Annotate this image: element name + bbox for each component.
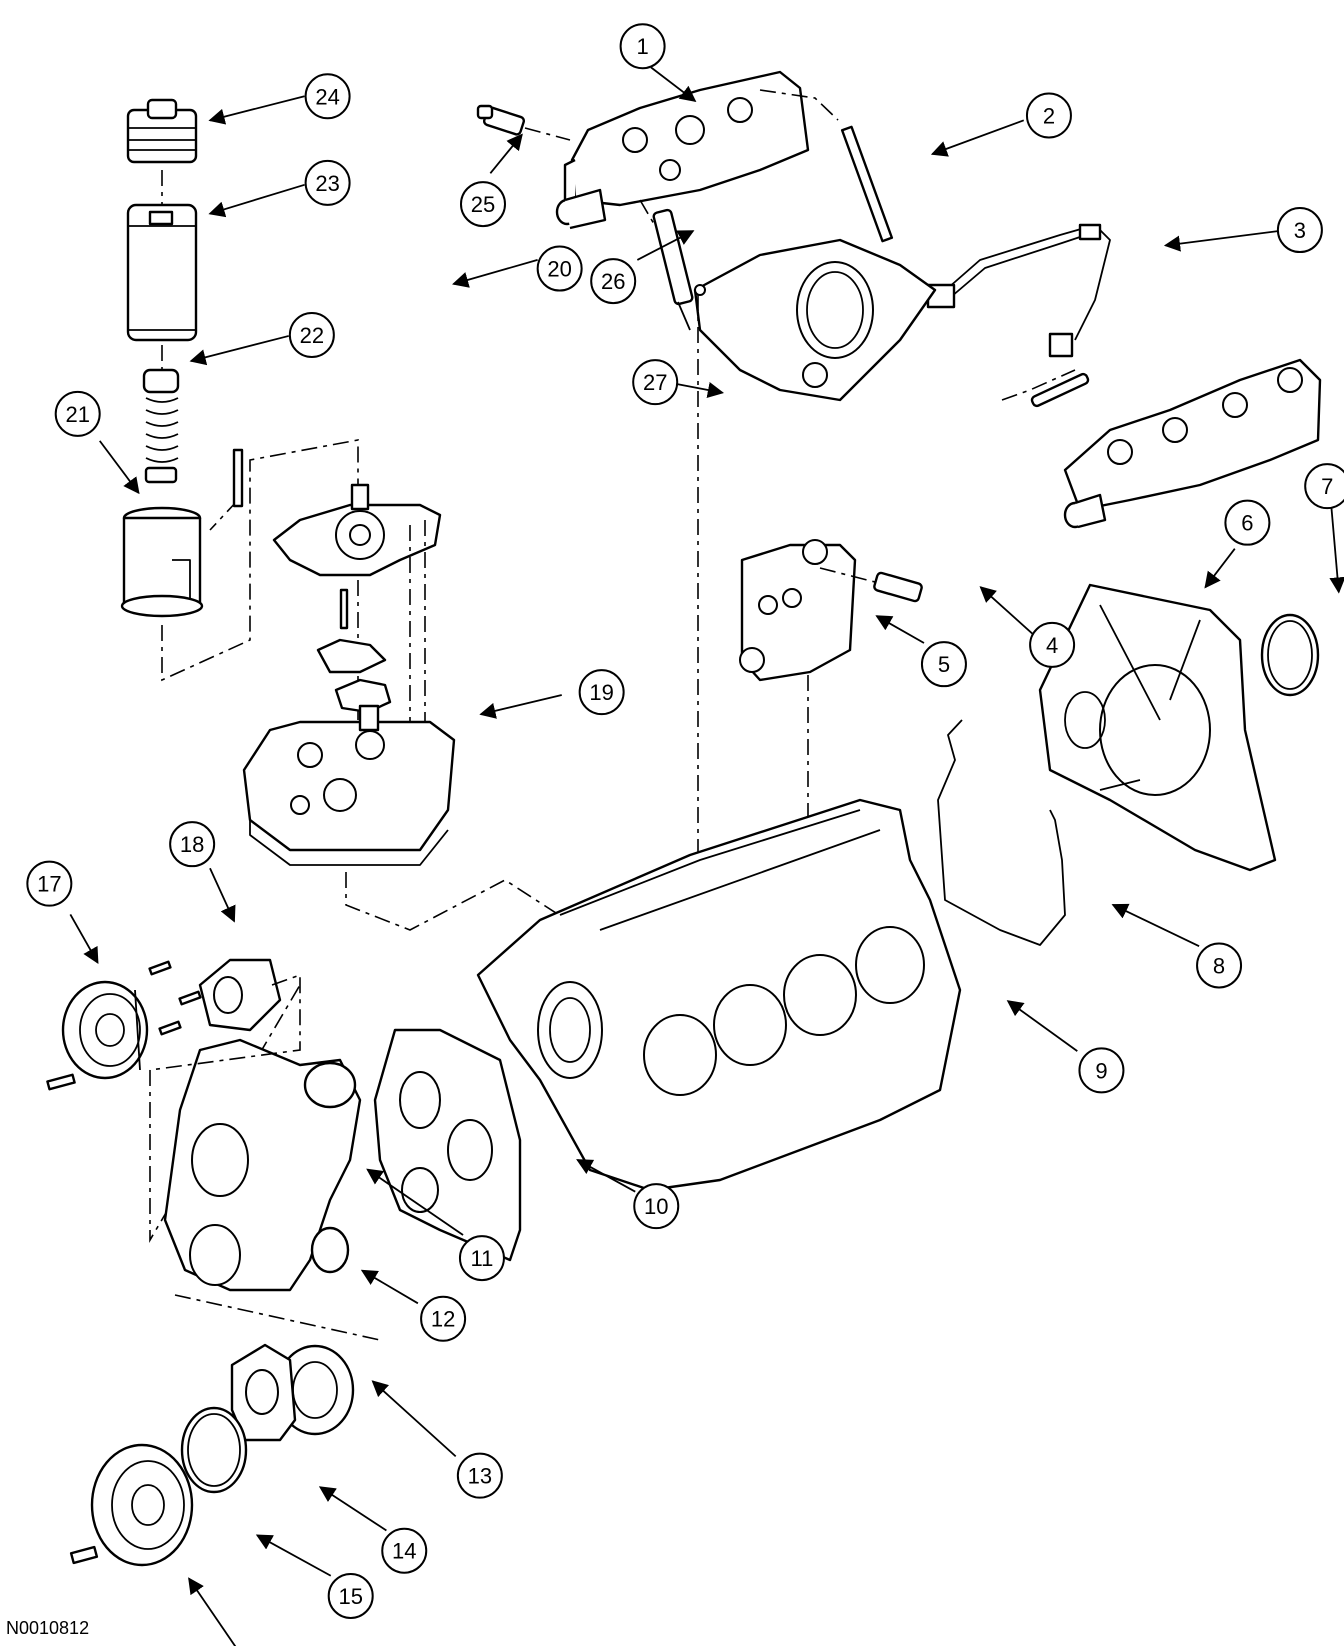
valley-gasket [693, 238, 937, 402]
callout-number: 18 [180, 832, 204, 857]
fuel-line [840, 125, 894, 243]
dipstick-tube [937, 719, 1066, 946]
callout-8: 8 [1196, 942, 1243, 989]
callout-number: 10 [644, 1194, 668, 1219]
callout-6: 6 [1224, 499, 1271, 546]
figure-id: N0010812 [6, 1618, 90, 1638]
callout-number: 1 [636, 34, 648, 59]
callout-10: 10 [633, 1183, 680, 1230]
callout-number: 12 [431, 1307, 455, 1332]
oil-filter-housing [120, 506, 204, 618]
callout-2: 2 [1025, 92, 1072, 139]
callout-number: 24 [315, 84, 339, 109]
callout-number: 9 [1095, 1058, 1107, 1083]
callout-19: 19 [578, 669, 625, 716]
callout-23: 23 [304, 159, 351, 206]
wiring-harness [926, 223, 1111, 358]
right-fuel-rail-head [1063, 358, 1322, 529]
fuel-line [1030, 372, 1090, 408]
callout-number: 14 [392, 1539, 416, 1564]
fuel-injector [652, 208, 694, 331]
callout-number: 11 [471, 1246, 494, 1271]
front-cover [163, 1038, 362, 1292]
callout-number: 3 [1294, 218, 1306, 243]
oil-filter-base [272, 483, 442, 577]
rear-cover [1038, 583, 1277, 872]
oil-filter-spring [142, 368, 180, 484]
front-seal-carrier [230, 1343, 297, 1442]
callout-12: 12 [420, 1295, 467, 1342]
callout-17: 17 [26, 860, 73, 907]
bolt [158, 1020, 182, 1036]
callout-number: 20 [547, 257, 571, 282]
callout-5: 5 [920, 641, 967, 688]
callout-number: 5 [938, 652, 950, 677]
callout-number: 2 [1043, 104, 1055, 129]
callout-number: 22 [300, 323, 324, 348]
callout-number: 21 [65, 402, 89, 427]
callout-layer: 1234567891011121314151617181920212223242… [26, 23, 1344, 1619]
vibration-damper [90, 1443, 194, 1567]
engine-block [476, 798, 962, 1192]
callout-3: 3 [1276, 207, 1323, 254]
callout-13: 13 [456, 1452, 503, 1499]
o-ring [180, 1406, 248, 1494]
callout-number: 7 [1321, 474, 1333, 499]
callout-number: 13 [468, 1464, 492, 1489]
callout-14: 14 [381, 1527, 428, 1574]
gasket [334, 678, 392, 714]
callout-4: 4 [1029, 621, 1076, 668]
water-pump [198, 958, 282, 1032]
callout-22: 22 [288, 311, 335, 358]
callout-24: 24 [304, 73, 351, 120]
bolt [178, 990, 202, 1006]
callout-number: 26 [601, 269, 625, 294]
injector-sensor [476, 104, 526, 136]
left-fuel-rail-head [555, 70, 810, 230]
bolt [69, 1545, 99, 1565]
bolt [148, 960, 172, 976]
callout-number: 17 [37, 872, 61, 897]
bolt [232, 448, 244, 508]
oil-filter-cap [126, 98, 198, 164]
callout-27: 27 [632, 359, 679, 406]
pressure-sensor [873, 571, 923, 603]
callout-25: 25 [460, 181, 506, 228]
callout-number: 23 [315, 171, 339, 196]
callout-7: 7 [1304, 463, 1344, 510]
callout-number: 27 [643, 370, 667, 395]
bolt [339, 588, 349, 630]
callout-11: 11 [458, 1235, 505, 1282]
callout-number: 6 [1241, 511, 1253, 536]
callout-number: 15 [338, 1584, 362, 1609]
oil-cooler-housing [242, 704, 456, 866]
callout-18: 18 [169, 821, 216, 868]
rear-seal [1260, 613, 1320, 697]
bolt [46, 1073, 76, 1091]
callout-number: 19 [589, 680, 613, 705]
oil-filter-element [126, 203, 198, 342]
high-pressure-pump [739, 539, 857, 682]
callout-20: 20 [536, 245, 583, 292]
front-cover-gasket [373, 1028, 522, 1262]
callout-26: 26 [590, 258, 637, 305]
fan-pulley [61, 980, 149, 1080]
callout-15: 15 [327, 1572, 374, 1619]
callout-number: 4 [1046, 633, 1058, 658]
callout-number: 8 [1213, 953, 1225, 978]
callout-1: 1 [619, 23, 666, 70]
callout-number: 25 [471, 192, 495, 217]
gasket [316, 638, 387, 674]
callout-21: 21 [54, 390, 101, 437]
callout-9: 9 [1078, 1047, 1125, 1094]
